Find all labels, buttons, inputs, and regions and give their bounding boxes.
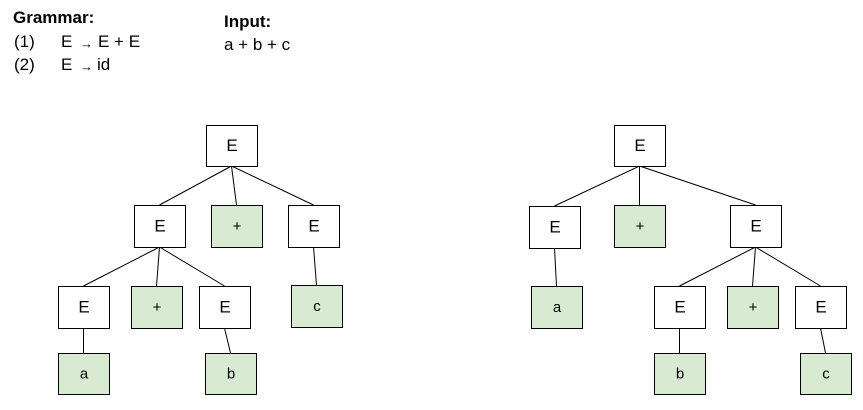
node-label: c bbox=[822, 365, 830, 382]
terminal-node: + bbox=[727, 286, 779, 329]
node-box bbox=[654, 286, 706, 329]
node-box bbox=[795, 286, 847, 329]
node-label: a bbox=[553, 299, 562, 316]
node-box bbox=[730, 205, 782, 248]
nonterminal-node: E bbox=[199, 286, 251, 329]
rule-number: (2) bbox=[14, 55, 35, 74]
terminal-node: + bbox=[211, 205, 263, 248]
nonterminal-node: E bbox=[58, 286, 110, 329]
arrow-icon: → bbox=[80, 36, 93, 51]
terminal-node: c bbox=[291, 285, 343, 328]
node-label: E bbox=[308, 216, 319, 235]
input-value: a + b + c bbox=[224, 35, 291, 54]
nonterminal-node: E bbox=[614, 125, 666, 167]
node-box bbox=[614, 205, 666, 248]
tree-edge bbox=[752, 246, 756, 287]
tree-edge bbox=[83, 246, 160, 287]
node-box bbox=[134, 205, 186, 248]
rule-rhs: id bbox=[97, 55, 111, 74]
node-label: E bbox=[154, 216, 165, 235]
node-box bbox=[529, 206, 581, 249]
node-box bbox=[288, 205, 340, 248]
node-label: E bbox=[674, 297, 685, 316]
arrow-icon: → bbox=[80, 59, 93, 74]
node-label: + bbox=[636, 218, 645, 235]
nonterminal-node: E bbox=[529, 206, 581, 249]
node-box bbox=[654, 353, 706, 395]
terminal-node: b bbox=[205, 353, 257, 395]
node-label: E bbox=[226, 136, 237, 155]
rule-lhs: E bbox=[61, 55, 73, 74]
node-label: + bbox=[749, 299, 758, 316]
tree-edge bbox=[231, 165, 314, 206]
rule-number: (1) bbox=[14, 32, 35, 51]
node-label: E bbox=[815, 297, 826, 316]
terminal-node: a bbox=[58, 353, 110, 395]
tree-edge bbox=[156, 246, 160, 287]
nonterminal-node: E bbox=[654, 286, 706, 329]
node-label: E bbox=[750, 216, 761, 235]
node-box bbox=[199, 286, 251, 329]
terminal-node: + bbox=[614, 205, 666, 248]
right-derivation-tree: E E + Ea E + Eb c bbox=[529, 125, 852, 395]
node-box bbox=[211, 205, 263, 248]
node-label: b bbox=[676, 365, 684, 382]
nonterminal-node: E bbox=[134, 205, 186, 248]
node-label: c bbox=[313, 298, 321, 315]
grammar-title: Grammar: bbox=[13, 8, 95, 27]
node-box bbox=[131, 286, 183, 329]
node-box bbox=[531, 286, 583, 329]
rule-lhs: E bbox=[61, 32, 73, 51]
node-box bbox=[800, 353, 852, 395]
input-title: Input: bbox=[224, 12, 272, 31]
nonterminal-node: E bbox=[206, 125, 258, 167]
tree-edge bbox=[313, 246, 317, 286]
tree-edge bbox=[755, 246, 821, 287]
tree-edge bbox=[820, 327, 826, 354]
node-label: + bbox=[153, 299, 162, 316]
tree-edge bbox=[159, 246, 225, 287]
nonterminal-node: E bbox=[288, 205, 340, 248]
tree-edge bbox=[231, 165, 237, 206]
terminal-node: c bbox=[800, 353, 852, 395]
nonterminal-node: E bbox=[730, 205, 782, 248]
node-label: E bbox=[219, 297, 230, 316]
tree-edge bbox=[224, 327, 231, 354]
node-box bbox=[727, 286, 779, 329]
terminal-node: a bbox=[531, 286, 583, 329]
node-label: b bbox=[227, 365, 235, 382]
node-box bbox=[291, 285, 343, 328]
tree-edge bbox=[679, 246, 756, 287]
terminal-node: + bbox=[131, 286, 183, 329]
nonterminal-node: E bbox=[795, 286, 847, 329]
node-label: + bbox=[233, 218, 242, 235]
node-label: E bbox=[549, 217, 560, 236]
node-box bbox=[614, 125, 666, 167]
node-box bbox=[58, 353, 110, 395]
tree-edge bbox=[159, 165, 232, 206]
node-label: a bbox=[80, 365, 89, 382]
tree-edge bbox=[554, 165, 640, 207]
node-label: E bbox=[78, 297, 89, 316]
rule-rhs: E + E bbox=[98, 32, 141, 51]
node-box bbox=[58, 286, 110, 329]
node-label: E bbox=[634, 136, 645, 155]
terminal-node: b bbox=[654, 353, 706, 395]
tree-edge bbox=[639, 165, 756, 206]
tree-edge bbox=[554, 247, 557, 287]
node-box bbox=[205, 353, 257, 395]
node-box bbox=[206, 125, 258, 167]
